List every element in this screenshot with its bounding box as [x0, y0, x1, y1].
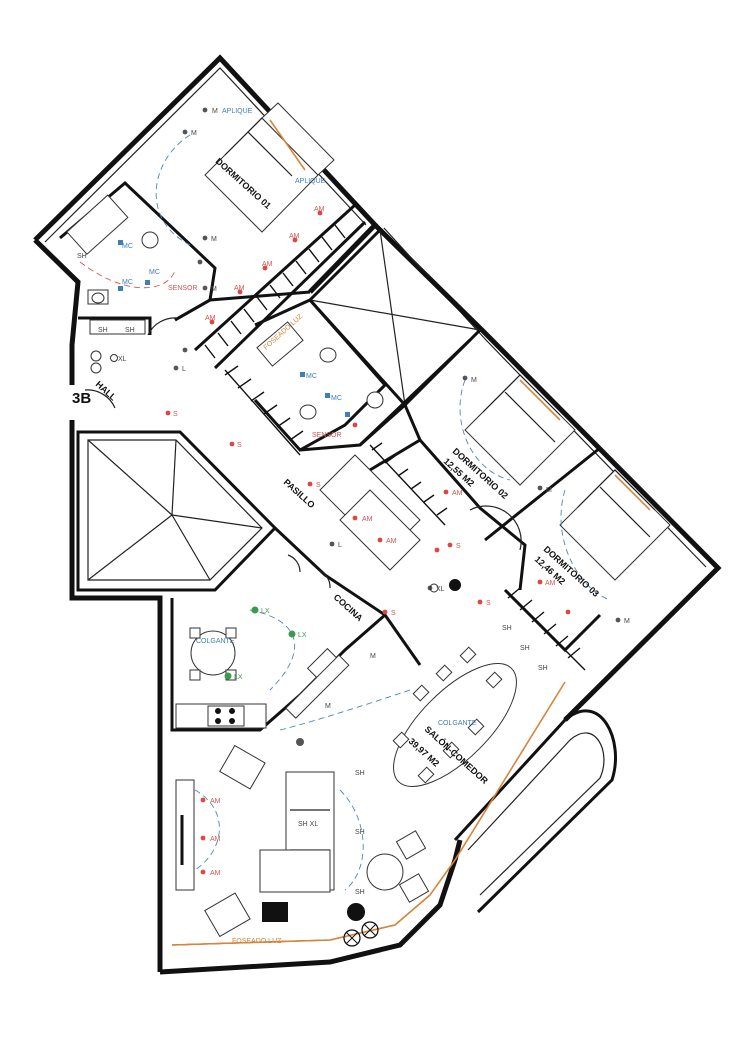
label-am-6: AM [362, 516, 373, 523]
dining-table [392, 646, 517, 787]
label-sh-4: SH [502, 625, 512, 632]
label-am-10: AM [210, 798, 221, 805]
doors [84, 317, 522, 589]
label-shxl: SH XL [298, 821, 318, 828]
label-am-12: AM [210, 870, 221, 877]
bed-dorm02 [464, 374, 576, 486]
label-mc-1: MC [122, 243, 133, 250]
label-sensor-1: SENSOR [168, 285, 198, 292]
living-furniture [175, 744, 430, 947]
label-am-3: AM [262, 261, 273, 268]
label-lx-2: LX [298, 632, 307, 639]
hall-fixtures [89, 319, 146, 374]
closet-dorm03 [504, 587, 586, 671]
closet-dorm02 [369, 442, 448, 526]
label-mc-2: MC [149, 269, 160, 276]
label-foseado-1: FOSEADO LUZ [232, 938, 282, 945]
label-aplique-2: APLIQUE [295, 178, 326, 185]
label-m-6: M [546, 487, 552, 494]
lighting-circuits [79, 134, 611, 891]
label-sh-6: SH [538, 665, 548, 672]
label-sh-8: SH [355, 829, 365, 836]
label-m-2: M [191, 130, 197, 137]
label-lx-1: LX [261, 608, 270, 615]
label-m-7: M [624, 618, 630, 625]
symbols-dots [110, 107, 621, 875]
label-am-2: AM [289, 233, 300, 240]
label-s-5: S [486, 600, 491, 607]
label-colgante-1: COLGANTE [196, 638, 235, 645]
label-xl-1: XL [118, 356, 127, 363]
label-sh-5: SH [520, 645, 530, 652]
label-sh-9: SH [355, 889, 365, 896]
label-am-1: AM [314, 206, 325, 213]
label-l-1: L [182, 366, 186, 373]
plant-icon [343, 921, 379, 947]
label-am-4: AM [234, 285, 245, 292]
closet-pasillo [224, 365, 304, 456]
label-m-3: M [211, 236, 217, 243]
closet-dorm01 [204, 224, 346, 359]
unit-label: 3B [72, 390, 91, 407]
light-well-right [307, 227, 483, 408]
label-am-7: AM [386, 538, 397, 545]
label-s-2: S [237, 442, 242, 449]
room-label-pasillo: PASILLO [282, 477, 317, 510]
label-s-1: S [173, 411, 178, 418]
label-l-2: L [338, 542, 342, 549]
bath1-fixtures [66, 194, 159, 305]
bath2-fixtures [256, 321, 384, 420]
label-mc-4: MC [306, 373, 317, 380]
kitchen-fixtures [175, 627, 350, 729]
label-m-5: M [471, 377, 477, 384]
label-am-8: AM [452, 490, 463, 497]
label-mc-3: MC [122, 279, 133, 286]
label-sh-1: SH [77, 253, 87, 260]
label-am-11: AM [210, 836, 221, 843]
label-colgante-2: COLGANTE [438, 720, 477, 727]
label-xl-2: XL [436, 586, 445, 593]
label-aplique-1: APLIQUE [222, 108, 253, 115]
bed-dorm01 [204, 102, 335, 233]
label-s-3: S [316, 482, 321, 489]
label-lx-3: LX [234, 674, 243, 681]
label-s-6: S [391, 610, 396, 617]
led-strips [171, 119, 651, 946]
label-sh-7: SH [355, 770, 365, 777]
label-m-4: M [211, 286, 217, 293]
label-am-9: AM [545, 580, 556, 587]
label-mc-5: MC [331, 395, 342, 402]
label-sensor-2: SENSOR [312, 432, 342, 439]
label-sh-3: SH [125, 327, 135, 334]
label-s-4: S [456, 543, 461, 550]
label-sh-2: SH [98, 327, 108, 334]
label-m-1: M [212, 108, 218, 115]
bed-dorm03 [559, 469, 671, 581]
label-am-5: AM [205, 315, 216, 322]
sofa-pasillo [319, 454, 421, 571]
label-m-9: M [325, 703, 331, 710]
light-well-left [76, 430, 278, 592]
label-m-8: M [370, 653, 376, 660]
